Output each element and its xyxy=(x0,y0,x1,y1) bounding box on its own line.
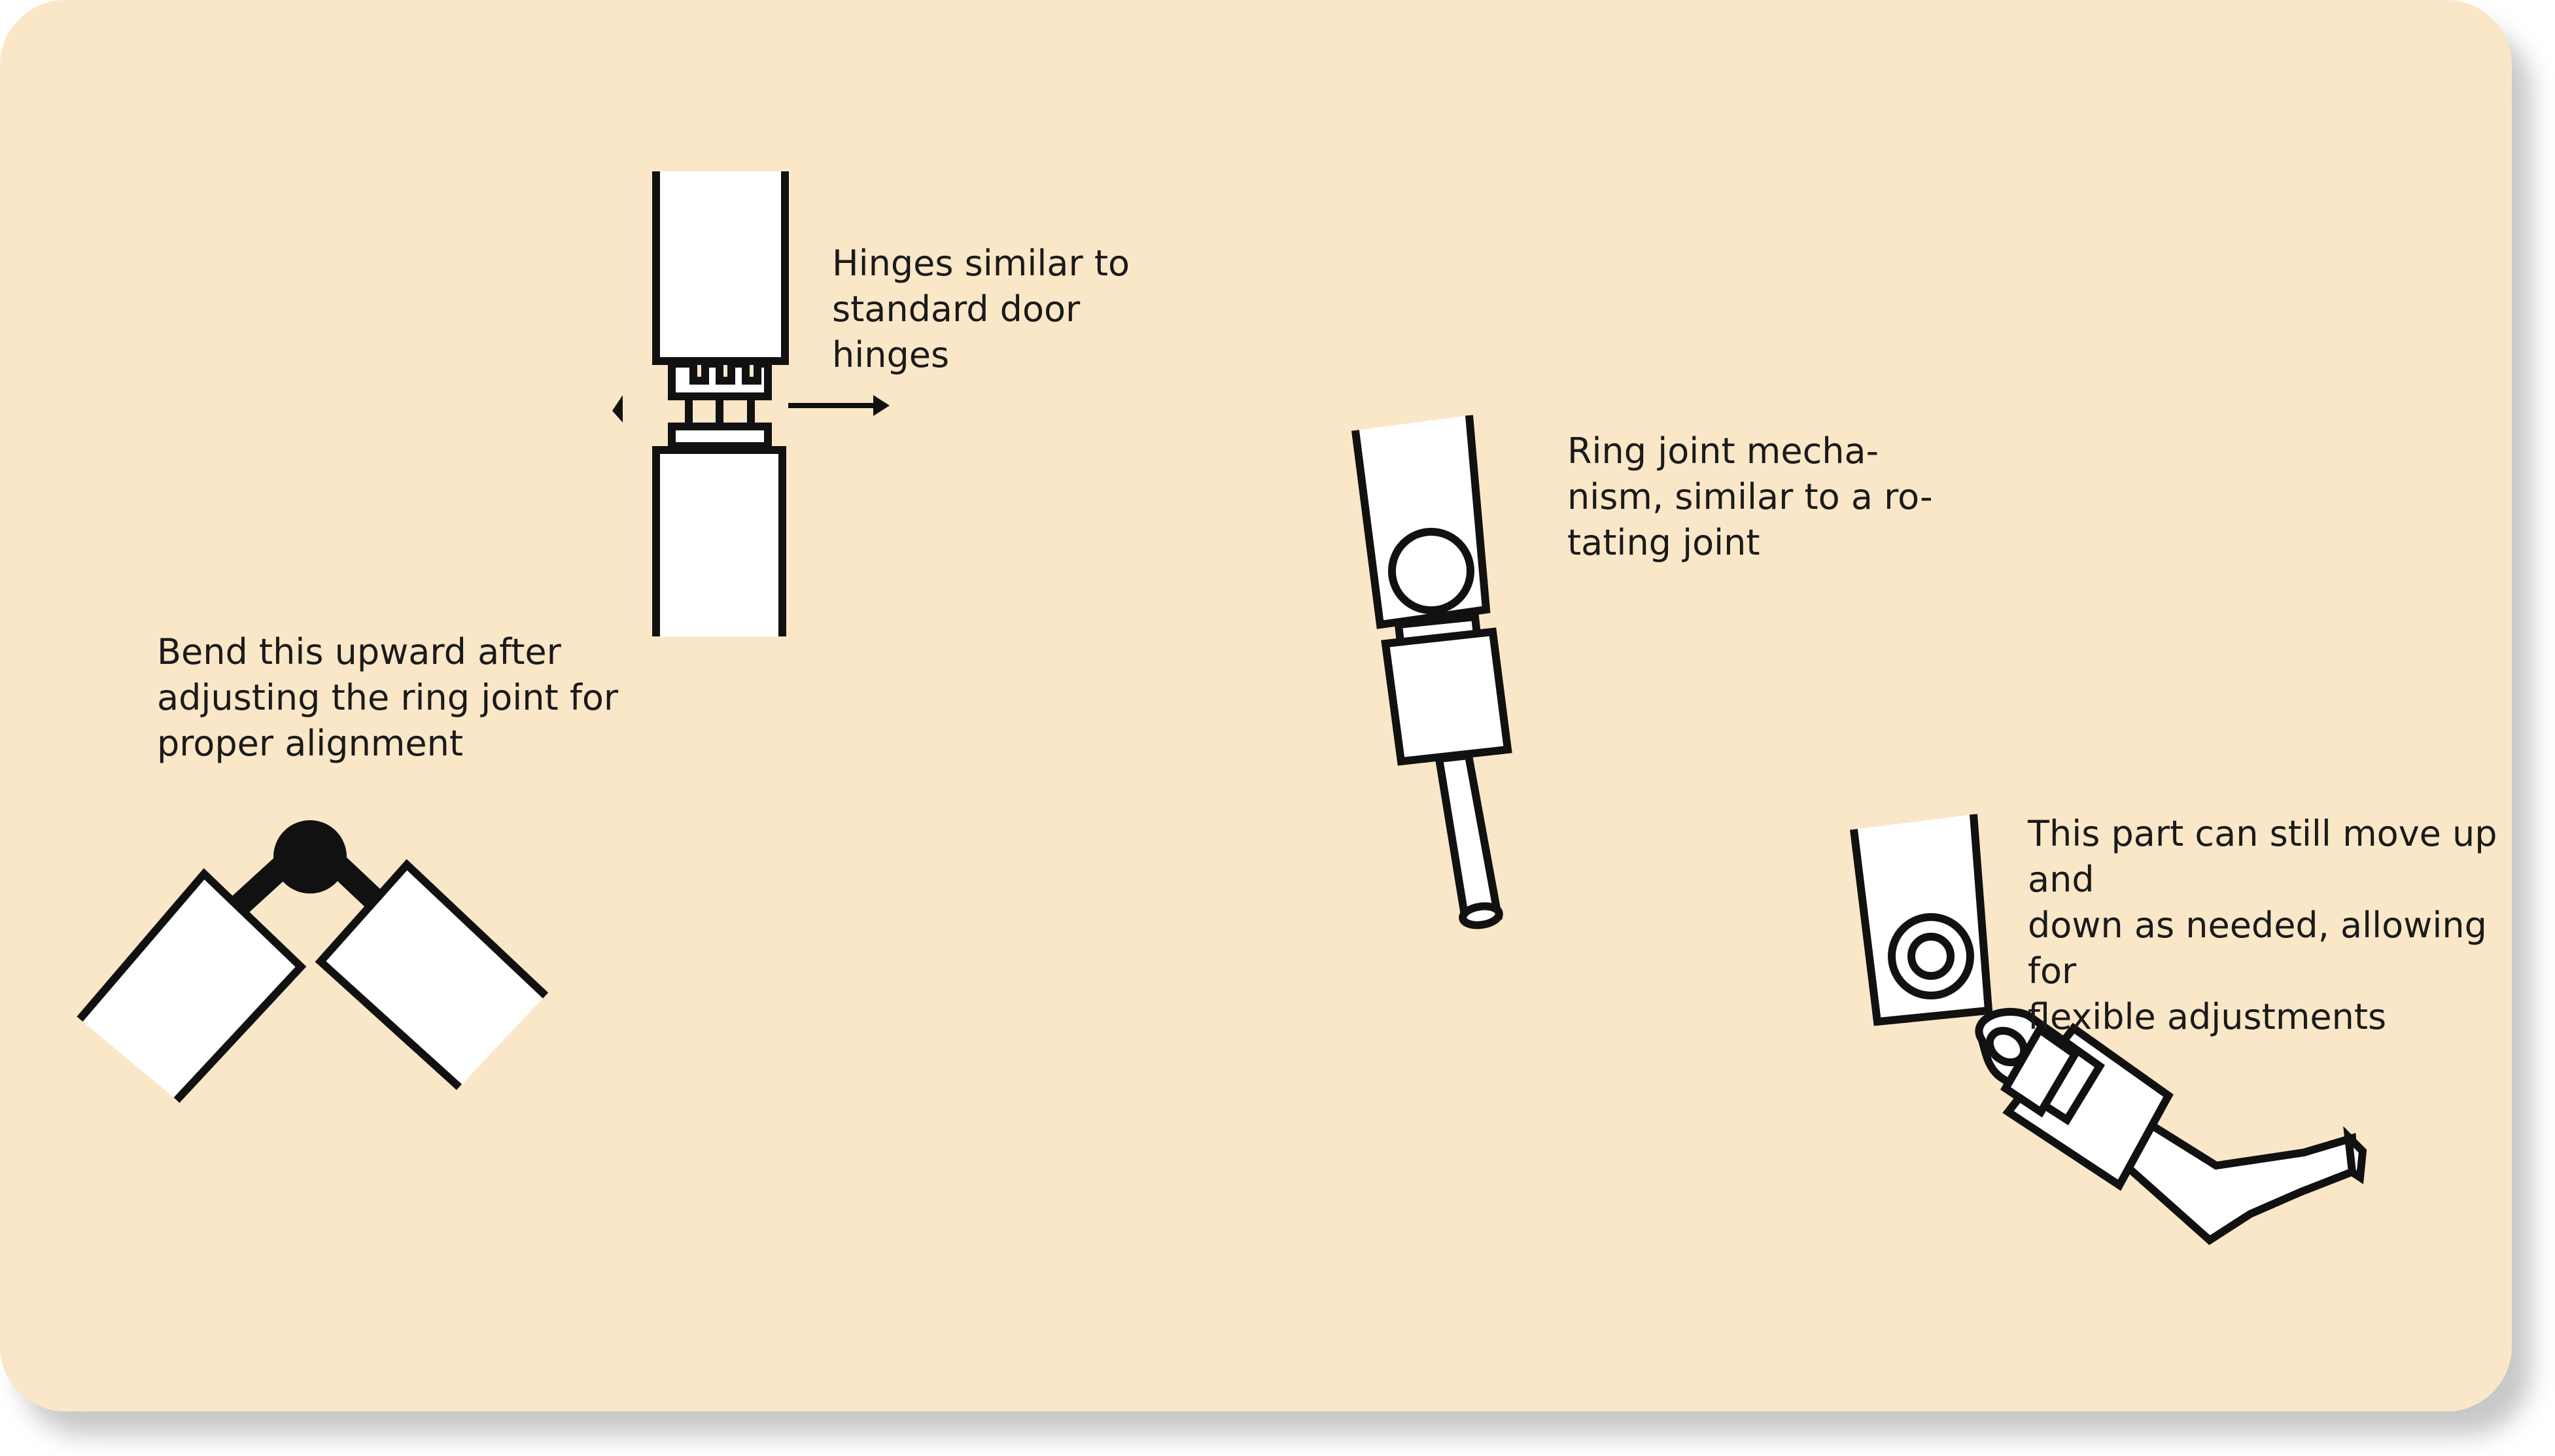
hinge-arrow-head xyxy=(873,395,890,416)
ring-joint-assembly xyxy=(1351,415,1512,929)
hinge-caption: Hinges similar to standard door hinges xyxy=(832,243,1130,375)
adjustable-part-assembly xyxy=(1850,814,2367,1245)
ring-joint-rod xyxy=(1434,751,1503,924)
door-hinge-assembly xyxy=(612,171,890,636)
adjustable-foot-tip xyxy=(2343,1126,2367,1185)
ring-joint-upper-arm-outline xyxy=(1351,415,1491,629)
bend-left-panel-outline xyxy=(77,868,307,1103)
adjustable-foot-piece xyxy=(2107,1092,2359,1245)
diagram-panel: Hinges similar to standard door hinges R… xyxy=(0,0,2512,1412)
mechanism-illustration xyxy=(77,171,2367,1245)
hinge-lower-block-outline xyxy=(652,446,786,636)
bend-right-panel-outline xyxy=(315,859,549,1090)
hinge-arrow-tail-mark xyxy=(612,395,623,423)
hinge-lower-block xyxy=(656,450,782,636)
hinge-upper-block xyxy=(656,171,785,361)
bend-pivot-ball xyxy=(273,820,347,893)
adjustable-collar xyxy=(2000,1024,2080,1118)
hinge-knuckle-top xyxy=(668,360,772,400)
adjustable-part-caption: This part can still move up and down as … xyxy=(2028,813,2497,1037)
hinge-knuckle-bottom xyxy=(668,423,772,450)
adjustable-ring-inner xyxy=(1907,933,1955,980)
ring-joint-lower-block xyxy=(1381,627,1512,766)
bend-left-panel xyxy=(80,874,301,1100)
ring-joint-rod-end xyxy=(1459,902,1503,929)
bend-caption: Bend this upward after adjusting the rin… xyxy=(157,631,619,764)
ring-joint-circle xyxy=(1388,528,1474,614)
bend-right-panel xyxy=(321,865,546,1087)
bend-assembly xyxy=(77,820,549,1103)
ring-joint-caption: Ring joint mecha- nism, similar to a ro-… xyxy=(1567,430,1933,563)
adjustable-upper-block-outline xyxy=(1850,814,1993,1026)
